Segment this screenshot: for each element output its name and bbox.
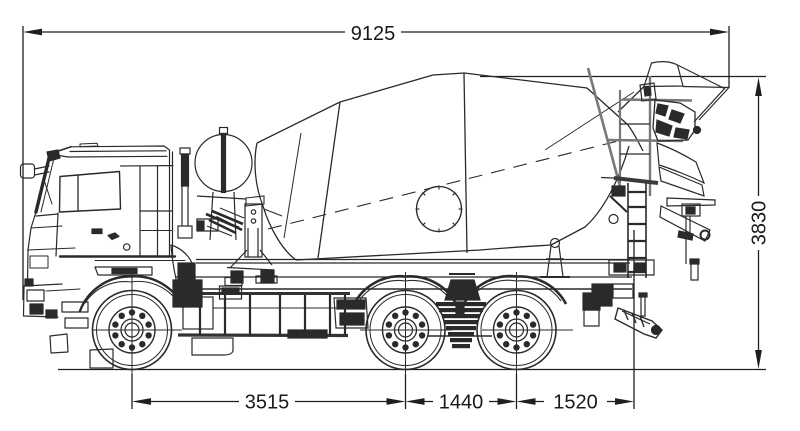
svg-text:1440: 1440 bbox=[439, 392, 484, 414]
svg-text:1520: 1520 bbox=[553, 392, 598, 414]
svg-text:3830: 3830 bbox=[749, 201, 771, 246]
svg-text:9125: 9125 bbox=[351, 23, 396, 45]
svg-text:3515: 3515 bbox=[245, 392, 290, 414]
